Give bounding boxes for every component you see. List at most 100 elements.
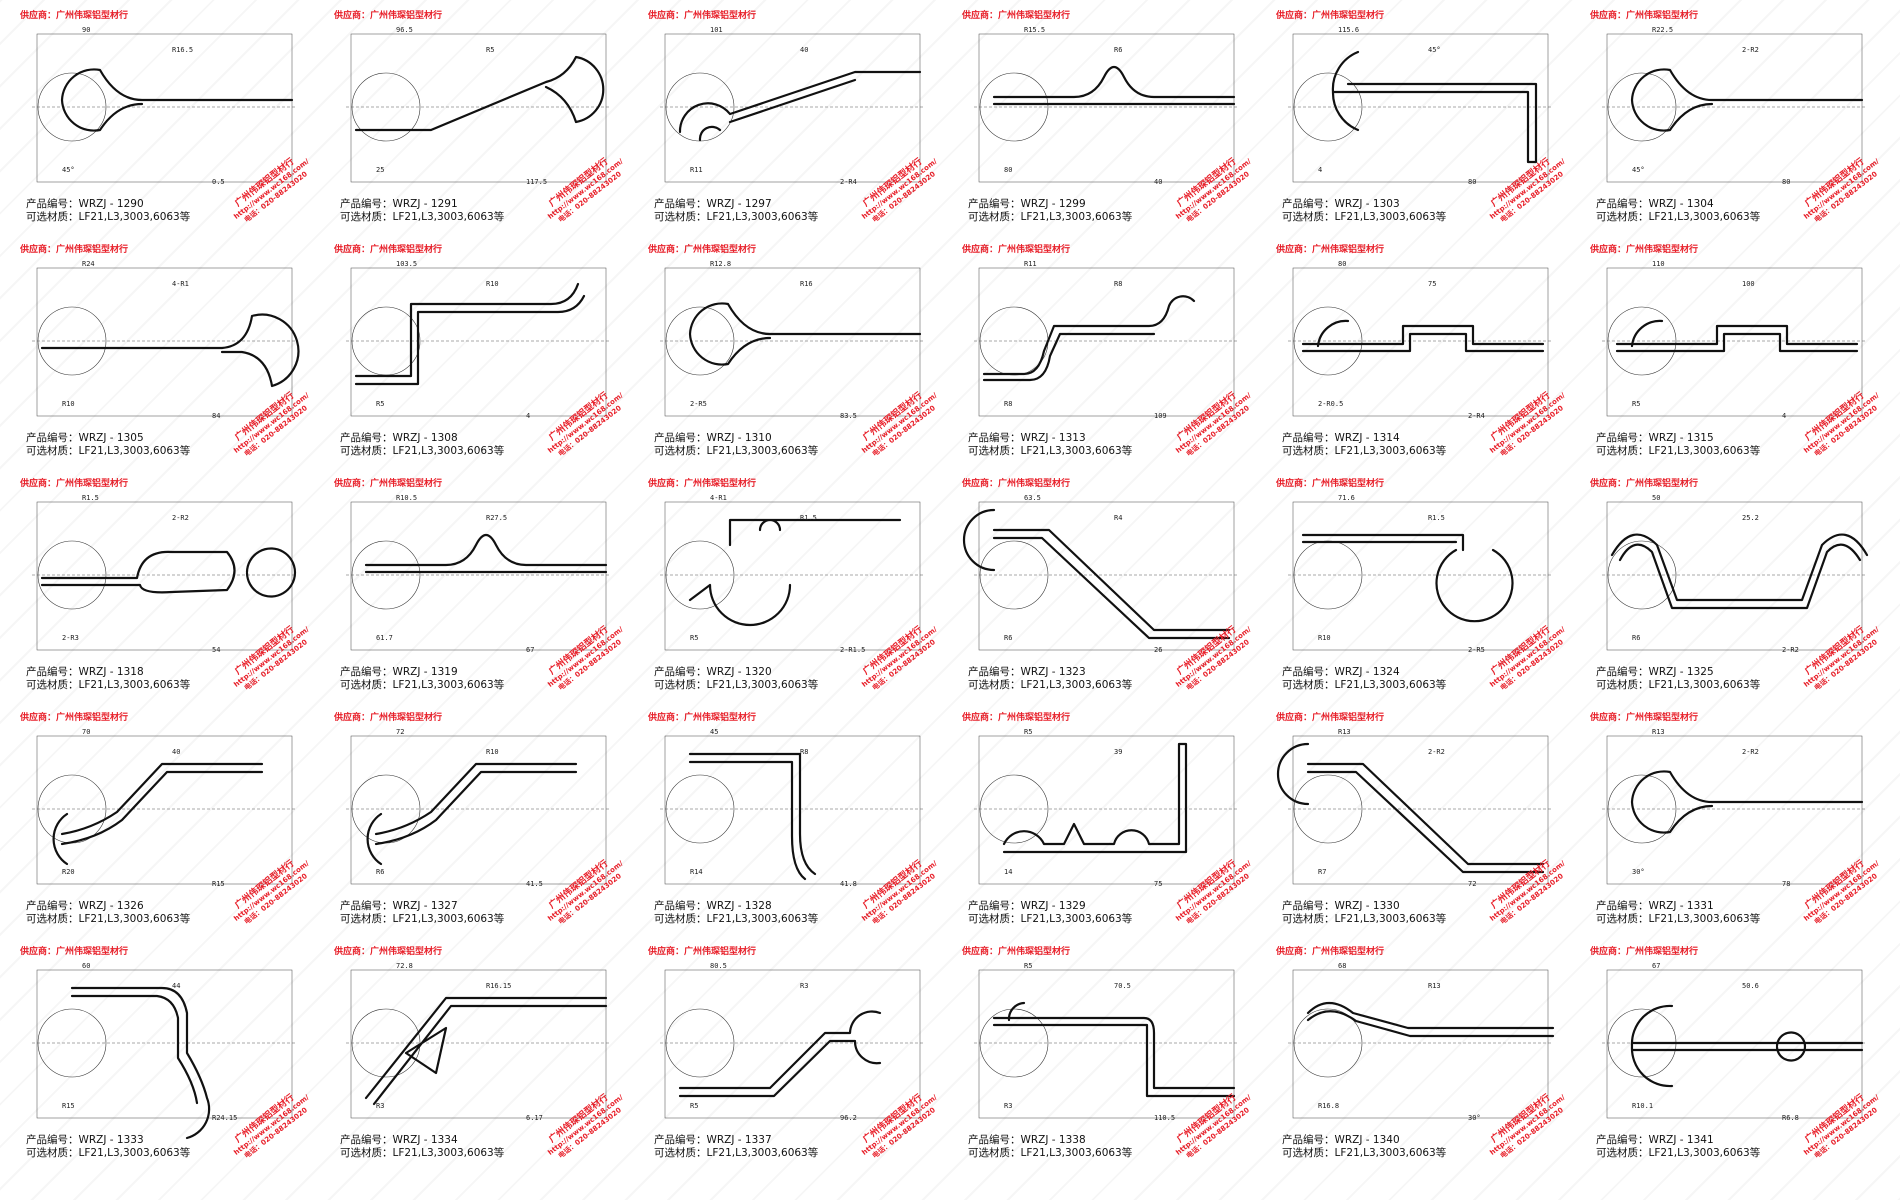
profile-outline [70,986,211,1140]
dimension-label: R16.8 [1318,1102,1339,1110]
material-options: 可选材质：LF21,L3,3003,6063等 [1282,679,1447,691]
dimension-label: R10 [486,748,499,756]
dimension-label: 70.5 [1114,982,1131,990]
supplier-label: 供应商：广州伟琛铝型材行 [962,479,1071,489]
material-options: 可选材质：LF21,L3,3003,6063等 [968,1147,1133,1159]
dimension-label: 90 [82,26,90,34]
material-options: 可选材质：LF21,L3,3003,6063等 [1282,211,1447,223]
dimension-label: R5 [690,1102,698,1110]
dimension-frame [978,267,1235,417]
dimension-label: R20 [62,868,75,876]
dimension-frame [1292,735,1549,885]
supplier-label: 供应商：广州伟琛铝型材行 [962,713,1071,723]
dimension-label: 2-R4 [1468,412,1485,420]
dimension-label: R24 [82,260,95,268]
dimension-label: 80 [1004,166,1012,174]
dimension-frame [1292,267,1549,417]
dimension-label: 117.5 [526,178,547,186]
dimension-label: 30° [1632,868,1645,876]
supplier-label: 供应商：广州伟琛铝型材行 [1590,11,1699,21]
product-code: 产品编号：WRZJ - 1313 [968,432,1086,444]
material-options: 可选材质：LF21,L3,3003,6063等 [968,445,1133,457]
profile-outline [1615,319,1859,353]
dimension-label: R11 [690,166,703,174]
product-code: 产品编号：WRZJ - 1299 [968,198,1086,210]
product-code: 产品编号：WRZJ - 1327 [340,900,458,912]
dimension-label: 2-R2 [172,514,189,522]
profile-outline [1630,1004,1864,1088]
material-options: 可选材质：LF21,L3,3003,6063等 [1596,445,1761,457]
profile-outline [992,65,1236,106]
dimension-label: 72 [1468,880,1476,888]
dimension-label: R5 [1024,728,1032,736]
supplier-label: 供应商：广州伟琛铝型材行 [20,713,129,723]
supplier-label: 供应商：广州伟琛铝型材行 [1276,479,1385,489]
dimension-label: 2-R0.5 [1318,400,1343,408]
dimension-label: 80.5 [710,962,727,970]
dimension-label: R5 [376,400,384,408]
supplier-label: 供应商：广州伟琛铝型材行 [1590,713,1699,723]
dimension-label: R13 [1652,728,1665,736]
dimension-frame [664,735,921,885]
material-options: 可选材质：LF21,L3,3003,6063等 [968,913,1133,925]
supplier-label: 供应商：广州伟琛铝型材行 [1276,947,1385,957]
product-code: 产品编号：WRZJ - 1338 [968,1134,1086,1146]
product-code: 产品编号：WRZJ - 1303 [1282,198,1400,210]
dimension-frame [36,735,293,885]
dimension-label: 63.5 [1024,494,1041,502]
material-options: 可选材质：LF21,L3,3003,6063等 [1596,211,1761,223]
dimension-label: R13 [1338,728,1351,736]
dimension-label: 72.8 [396,962,413,970]
dimension-label: R1.5 [1428,514,1445,522]
dimension-frame [350,33,607,183]
supplier-label: 供应商：广州伟琛铝型材行 [334,479,443,489]
dimension-frame [1606,33,1863,183]
dimension-label: R15 [212,880,225,888]
dimension-label: 100 [1742,280,1755,288]
dimension-frame [1606,501,1863,651]
supplier-label: 供应商：广州伟琛铝型材行 [648,245,757,255]
material-options: 可选材质：LF21,L3,3003,6063等 [26,913,191,925]
dimension-label: R6 [376,868,384,876]
profile-outline [678,1010,882,1098]
supplier-label: 供应商：广州伟琛铝型材行 [648,713,757,723]
dimension-label: 45 [710,728,718,736]
product-code: 产品编号：WRZJ - 1323 [968,666,1086,678]
material-options: 可选材质：LF21,L3,3003,6063等 [26,211,191,223]
dimension-label: R3 [1004,1102,1012,1110]
dimension-label: R6 [1004,634,1012,642]
supplier-label: 供应商：广州伟琛铝型材行 [334,713,443,723]
product-code: 产品编号：WRZJ - 1308 [340,432,458,444]
dimension-frame [1606,267,1863,417]
profile-outline [354,55,605,132]
dimension-label: R5 [1024,962,1032,970]
material-options: 可选材质：LF21,L3,3003,6063等 [1282,445,1447,457]
